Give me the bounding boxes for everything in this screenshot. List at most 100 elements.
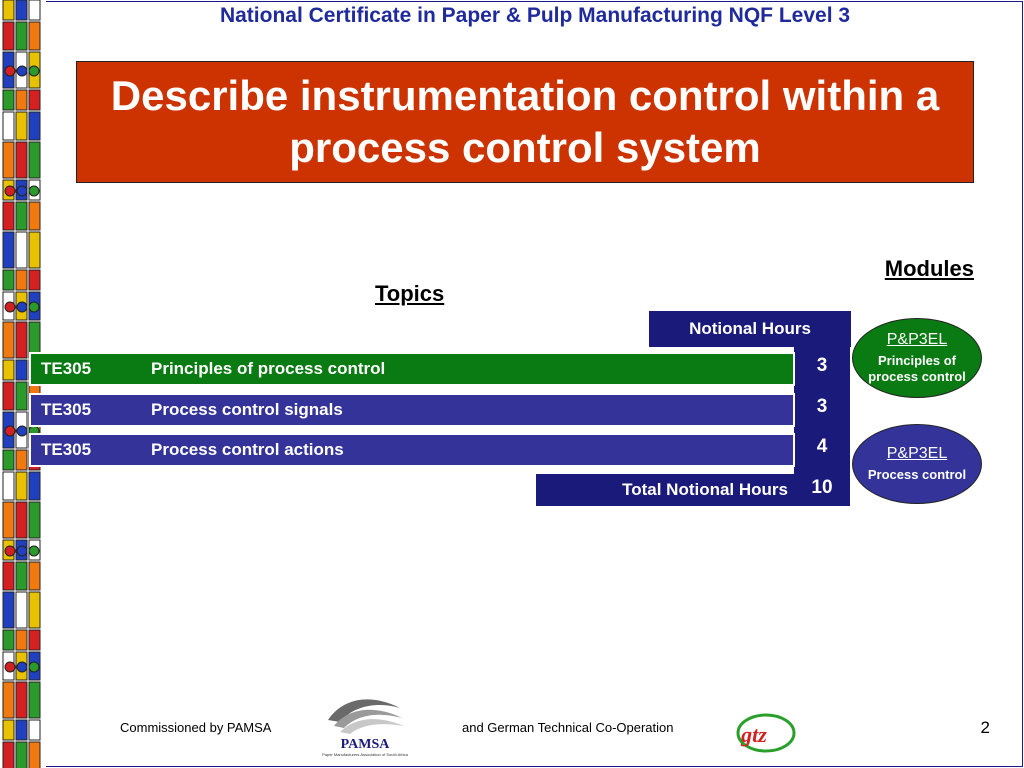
topic-row: TE305 Process control signals [29,393,795,427]
border-tile [2,359,15,381]
topic-name: Process control actions [151,440,344,459]
pamsa-logo-text: PAMSA [341,737,391,752]
border-tile [2,269,15,291]
border-tile [28,681,41,719]
slide-title-box: Describe instrumentation control within … [76,61,974,183]
border-tile [2,21,15,51]
border-tile [2,561,15,591]
border-dot [28,301,40,313]
border-dot [28,65,40,77]
border-tile [2,111,15,141]
border-tile [2,719,15,741]
module-code[interactable]: P&P3EL [886,331,948,348]
border-tile [15,141,28,179]
topic-hours: 3 [816,396,828,417]
border-tile [15,89,28,111]
border-tile [2,629,15,651]
border-tile [15,449,28,471]
topic-name: Principles of process control [151,359,386,378]
module-oval[interactable]: P&P3EL Principles of process control [852,318,982,398]
border-tile [15,111,28,141]
pamsa-logo: PAMSA Paper Manufacturers Association of… [322,699,409,757]
border-dot [16,661,28,673]
border-tile [15,321,28,359]
border-tile [2,681,15,719]
topics-heading: Topics [375,281,445,306]
border-tile [28,629,41,651]
topic-hours: 3 [816,355,828,376]
modules-heading: Modules [884,256,974,281]
border-dot [4,425,16,437]
border-tile [2,141,15,179]
border-dot [28,545,40,557]
border-dot [28,661,40,673]
course-title: National Certificate in Paper & Pulp Man… [219,4,851,27]
topic-hours: 4 [816,436,828,457]
border-tile [15,501,28,539]
topic-code: TE305 [41,400,92,419]
page-number: 2 [980,718,990,737]
border-dot [4,65,16,77]
border-tile [28,471,41,501]
border-tile [28,741,41,768]
topic-row: TE305 Principles of process control [29,352,795,386]
gtz-logo: gtz [736,713,796,753]
border-tile [15,269,28,291]
border-dot [4,301,16,313]
border-tile [15,0,28,21]
border-tile [15,359,28,381]
border-dot [16,545,28,557]
border-dot [4,185,16,197]
cooperation-text: and German Technical Co-Operation [462,720,674,735]
topic-name: Process control signals [151,400,343,419]
border-tile [15,21,28,51]
border-tile [2,89,15,111]
border-tile [28,231,41,269]
border-tile [28,0,41,21]
border-tile [15,471,28,501]
commissioned-text: Commissioned by PAMSA [120,720,272,735]
border-tile [28,561,41,591]
border-tile [2,0,15,21]
border-dot [16,301,28,313]
topic-code: TE305 [41,440,92,459]
total-hours-label: Total Notional Hours [536,474,794,506]
notional-hours-header: Notional Hours [649,311,851,347]
border-tile [2,231,15,269]
border-tile [28,21,41,51]
border-tile [2,741,15,768]
border-tile [28,269,41,291]
slide-title: Describe instrumentation control within … [110,72,940,171]
module-name: Process control [867,467,967,482]
total-hours-value: 10 [811,477,833,498]
border-tile [2,381,15,411]
border-tile [28,719,41,741]
border-dot [16,65,28,77]
border-tile [28,141,41,179]
border-tile [15,719,28,741]
border-tile [28,89,41,111]
border-dot [16,425,28,437]
border-tile [15,381,28,411]
border-tile [15,201,28,231]
module-code[interactable]: P&P3EL [886,445,948,462]
border-tile [2,471,15,501]
border-tile [15,591,28,629]
border-tile [28,591,41,629]
border-tile [2,591,15,629]
border-tile [15,561,28,591]
pamsa-logo-subtext: Paper Manufacturers Association of South… [322,752,409,757]
border-tile [15,231,28,269]
border-tile [2,321,15,359]
border-tile [15,629,28,651]
border-tile [28,111,41,141]
topic-row: TE305 Process control actions [29,433,795,467]
border-dot [28,185,40,197]
border-tile [15,741,28,768]
border-dot [4,661,16,673]
border-tile [28,201,41,231]
module-oval[interactable]: P&P3EL Process control [852,424,982,504]
border-tile [15,681,28,719]
module-name: Principles of process control [868,353,966,384]
border-dot [4,545,16,557]
